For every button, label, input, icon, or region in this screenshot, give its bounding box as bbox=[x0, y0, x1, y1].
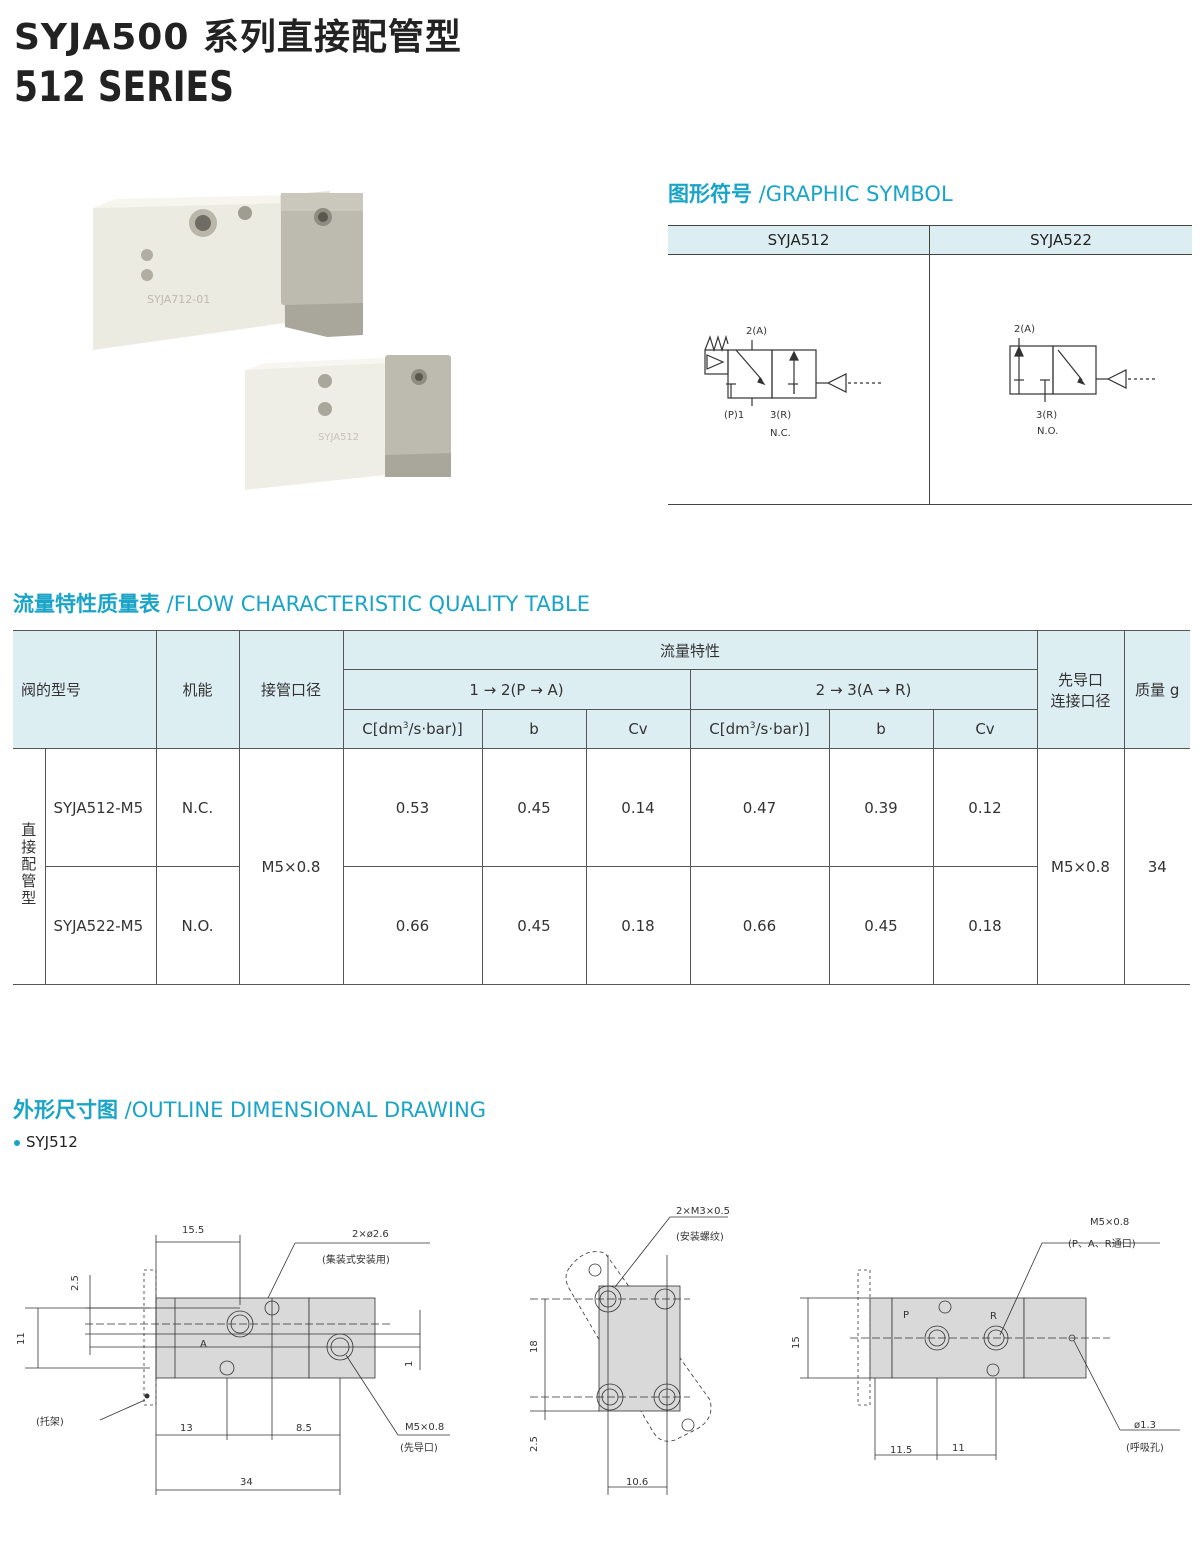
row2-b1: 0.45 bbox=[481, 866, 587, 985]
photo-label-2: SYJA512 bbox=[318, 432, 359, 443]
mass-value: 34 bbox=[1123, 748, 1190, 985]
row1-b1: 0.45 bbox=[481, 748, 587, 867]
dim-106: 10.6 bbox=[626, 1477, 648, 1488]
graphic-symbol-table: SYJA512 SYJA522 2(A) (P)1 3(R) N bbox=[668, 225, 1192, 505]
vent-note: (呼吸孔) bbox=[1126, 1442, 1164, 1454]
sym1-port1: (P)1 bbox=[724, 410, 744, 421]
dim-holes-note: (集装式安装用) bbox=[322, 1253, 390, 1266]
port-note: (P、A、R通口) bbox=[1068, 1238, 1136, 1250]
row1-cv1: 0.14 bbox=[585, 748, 691, 867]
row2-cv1: 0.18 bbox=[585, 866, 691, 985]
page-title-cn: SYJA500 系列直接配管型 bbox=[14, 17, 462, 58]
header-port: 接管口径 bbox=[238, 630, 344, 749]
dim-15: 15 bbox=[791, 1336, 802, 1349]
label-a: A bbox=[200, 1339, 207, 1350]
product-photo: SYJA712-01 SYJA512 bbox=[93, 191, 451, 490]
flow-characteristic-table: 阀的型号 机能 接管口径 流量特性 先导口连接口径 质量 g 1 → 2(P →… bbox=[13, 630, 1190, 985]
row1-cv2: 0.12 bbox=[932, 748, 1038, 867]
outline-drawing-front: 15.5 2×ø2.6 (集装式安装用) 2.5 11 A (托架) 13 8.… bbox=[16, 1225, 450, 1495]
label-r: R bbox=[990, 1311, 997, 1322]
group-label: 直接配管型 bbox=[13, 748, 46, 985]
header-pilot: 先导口连接口径 bbox=[1036, 630, 1125, 749]
header-model: 阀的型号 bbox=[13, 630, 157, 749]
sym1-type: N.C. bbox=[770, 428, 791, 439]
graphic-symbol-header: SYJA512 SYJA522 bbox=[668, 226, 1192, 255]
outline-model-bullet: SYJ512 bbox=[14, 1133, 78, 1151]
dim-11b: 11 bbox=[952, 1443, 965, 1454]
pilot-note: (先导口) bbox=[400, 1442, 438, 1454]
port-value: M5×0.8 bbox=[238, 748, 344, 985]
pilot-value: M5×0.8 bbox=[1036, 748, 1125, 985]
bracket-label: (托架) bbox=[36, 1415, 64, 1428]
dim-34: 34 bbox=[240, 1477, 253, 1488]
symbol-nc-diagram: 2(A) (P)1 3(R) N.C. bbox=[704, 326, 884, 439]
header-function: 机能 bbox=[155, 630, 240, 749]
outline-drawing-side: M5×0.8 (P、A、R通口) 15 P R 11.5 11 ø1.3 (呼吸… bbox=[791, 1217, 1180, 1460]
dim-13: 13 bbox=[180, 1423, 193, 1434]
symbol-col-syja522: SYJA522 bbox=[1030, 231, 1092, 249]
header-c1: C[dm3/s·bar)] bbox=[342, 709, 483, 749]
screw-label: 2×M3×0.5 bbox=[676, 1206, 730, 1217]
row1-model: SYJA512-M5 bbox=[44, 748, 157, 867]
row2-function: N.O. bbox=[155, 866, 240, 985]
header-b1: b bbox=[481, 709, 587, 749]
dim-115: 11.5 bbox=[890, 1445, 912, 1456]
row2-b2: 0.45 bbox=[828, 866, 934, 985]
sym2-port2: 2(A) bbox=[1014, 324, 1035, 335]
row1-function: N.C. bbox=[155, 748, 240, 867]
row1-c1: 0.53 bbox=[342, 748, 483, 867]
dim-25: 2.5 bbox=[70, 1275, 81, 1291]
dim-85: 8.5 bbox=[296, 1423, 312, 1434]
dim-155: 15.5 bbox=[182, 1225, 204, 1236]
row2-model: SYJA522-M5 bbox=[44, 866, 157, 985]
port-label: M5×0.8 bbox=[1090, 1217, 1129, 1228]
header-b2: b bbox=[828, 709, 934, 749]
row2-c2: 0.66 bbox=[689, 866, 830, 985]
header-cv2: Cv bbox=[932, 709, 1038, 749]
dim-25b: 2.5 bbox=[529, 1436, 540, 1452]
label-p: P bbox=[903, 1310, 909, 1321]
table-row: 直接配管型 SYJA512-M5 N.C. M5×0.8 0.53 0.45 0… bbox=[13, 748, 1190, 985]
symbol-no-diagram: 2(A) 3(R) N.O. bbox=[1009, 324, 1158, 437]
header-dir1: 1 → 2(P → A) bbox=[342, 669, 691, 710]
dim-18: 18 bbox=[529, 1340, 540, 1353]
dim-holes: 2×ø2.6 bbox=[352, 1229, 389, 1240]
screw-note: (安装螺纹) bbox=[676, 1230, 724, 1243]
header-flow: 流量特性 bbox=[342, 630, 1038, 670]
photo-label-1: SYJA712-01 bbox=[147, 293, 210, 306]
page-title-en: 512 SERIES bbox=[14, 62, 234, 111]
sym1-port3: 3(R) bbox=[770, 410, 791, 421]
graphic-symbol-heading: 图形符号 /GRAPHIC SYMBOL bbox=[668, 182, 953, 206]
symbol-col-syja512: SYJA512 bbox=[767, 231, 830, 249]
table-row: SYJA522-M5 N.O. 0.66 0.45 0.18 0.66 0.45… bbox=[13, 866, 1190, 985]
dim-11: 11 bbox=[16, 1332, 27, 1345]
row2-c1: 0.66 bbox=[342, 866, 483, 985]
row1-b2: 0.39 bbox=[828, 748, 934, 867]
outline-heading: 外形尺寸图 /OUTLINE DIMENSIONAL DRAWING bbox=[13, 1098, 487, 1122]
vent-label: ø1.3 bbox=[1134, 1420, 1156, 1431]
outline-drawing-bottom: 2×M3×0.5 (安装螺纹) 18 2.5 10.6 bbox=[529, 1206, 730, 1495]
dim-1: 1 bbox=[404, 1361, 415, 1367]
flow-table-heading: 流量特性质量表 /FLOW CHARACTERISTIC QUALITY TAB… bbox=[13, 592, 590, 616]
row2-cv2: 0.18 bbox=[932, 866, 1038, 985]
sym2-type: N.O. bbox=[1037, 426, 1058, 437]
header-dir2: 2 → 3(A → R) bbox=[689, 669, 1038, 710]
header-mass: 质量 g bbox=[1123, 630, 1190, 749]
row1-c2: 0.47 bbox=[689, 748, 830, 867]
sym2-port3: 3(R) bbox=[1036, 410, 1057, 421]
sym1-port2: 2(A) bbox=[746, 326, 767, 337]
header-cv1: Cv bbox=[585, 709, 691, 749]
pilot-label: M5×0.8 bbox=[405, 1422, 444, 1433]
header-c2: C[dm3/s·bar)] bbox=[689, 709, 830, 749]
